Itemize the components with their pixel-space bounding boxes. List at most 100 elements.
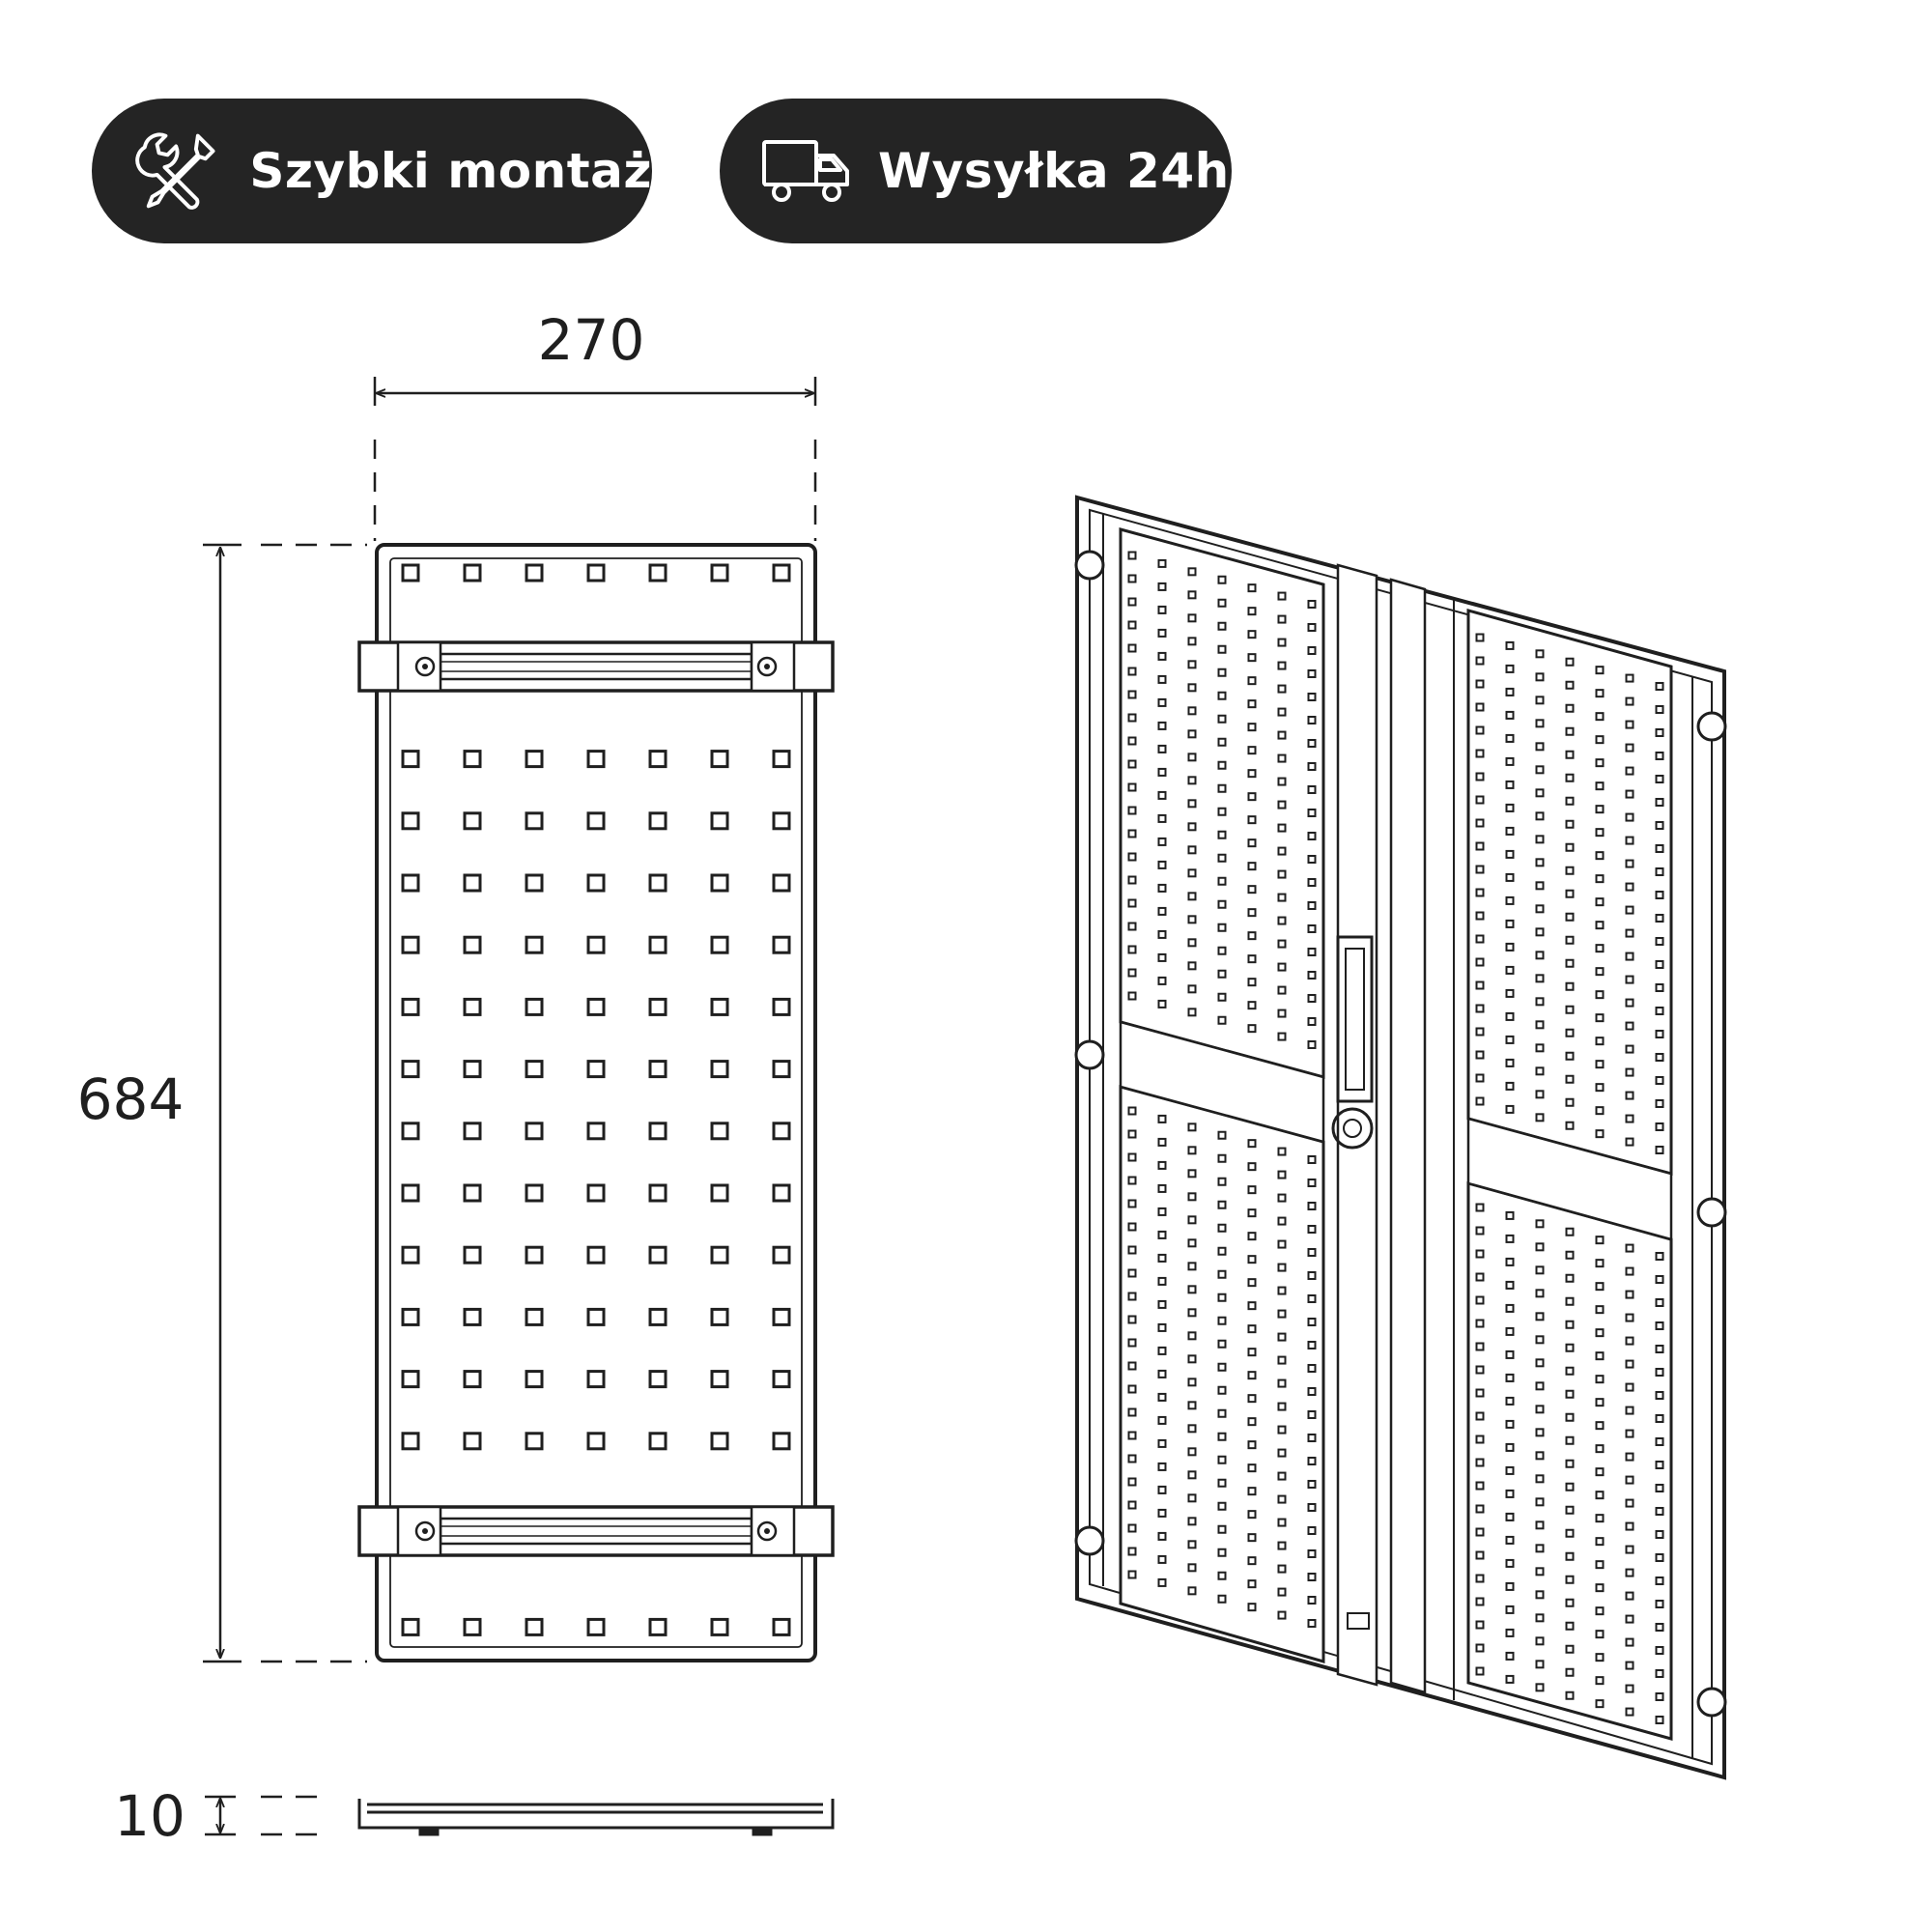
iso-peg-hole bbox=[1505, 1373, 1515, 1382]
iso-peg-hole bbox=[1247, 1232, 1257, 1241]
iso-peg-hole bbox=[1307, 900, 1317, 910]
iso-peg-hole bbox=[1535, 1090, 1545, 1099]
iso-peg-hole bbox=[1217, 1153, 1227, 1163]
truck-icon bbox=[762, 140, 849, 202]
iso-peg-hole bbox=[1505, 1419, 1515, 1429]
iso-peg-hole bbox=[1127, 806, 1137, 815]
iso-peg-hole bbox=[1217, 1130, 1227, 1140]
iso-peg-hole bbox=[1655, 1645, 1664, 1655]
iso-peg-hole bbox=[1247, 1417, 1257, 1427]
iso-peg-hole bbox=[1625, 1545, 1634, 1554]
iso-peg-hole bbox=[1595, 1106, 1605, 1116]
peg-hole bbox=[401, 873, 420, 893]
iso-peg-hole bbox=[1595, 1375, 1605, 1384]
iso-peg-hole bbox=[1277, 939, 1287, 949]
peg-hole bbox=[648, 811, 668, 831]
iso-peg-hole bbox=[1625, 975, 1634, 984]
iso-peg-hole bbox=[1277, 777, 1287, 786]
iso-peg-hole bbox=[1475, 1295, 1485, 1305]
iso-peg-hole bbox=[1217, 1339, 1227, 1349]
iso-peg-hole bbox=[1595, 689, 1605, 698]
iso-peg-hole bbox=[1127, 1500, 1137, 1510]
iso-peg-hole bbox=[1535, 1567, 1545, 1577]
peg-hole bbox=[525, 1122, 544, 1141]
peg-hole bbox=[586, 750, 606, 769]
iso-peg-hole bbox=[1625, 1044, 1634, 1054]
peg-hole bbox=[525, 750, 544, 769]
peg-hole bbox=[525, 935, 544, 954]
iso-peg-hole bbox=[1127, 759, 1137, 769]
iso-peg-hole bbox=[1247, 1024, 1257, 1034]
iso-peg-hole bbox=[1565, 726, 1575, 736]
iso-peg-hole bbox=[1277, 638, 1287, 647]
iso-peg-hole bbox=[1187, 1447, 1197, 1457]
iso-peg-hole bbox=[1127, 1268, 1137, 1278]
iso-peg-hole bbox=[1475, 1050, 1485, 1060]
iso-peg-hole bbox=[1127, 667, 1137, 676]
peg-hole bbox=[463, 1307, 482, 1326]
iso-peg-hole bbox=[1535, 1590, 1545, 1600]
iso-peg-hole bbox=[1565, 657, 1575, 667]
iso-peg-hole bbox=[1565, 1690, 1575, 1700]
iso-peg-hole bbox=[1565, 1459, 1575, 1468]
mount-knob-icon bbox=[1696, 1197, 1727, 1228]
iso-peg-hole bbox=[1595, 1351, 1605, 1361]
tools-icon bbox=[135, 132, 215, 210]
iso-peg-hole bbox=[1187, 660, 1197, 669]
iso-peg-hole bbox=[1307, 645, 1317, 655]
peg-hole bbox=[772, 1617, 791, 1636]
iso-peg-hole bbox=[1595, 1699, 1605, 1709]
iso-peg-hole bbox=[1127, 782, 1137, 792]
iso-peg-hole bbox=[1565, 1667, 1575, 1677]
iso-peg-hole bbox=[1655, 1668, 1664, 1678]
iso-peg-hole bbox=[1565, 703, 1575, 713]
peg-hole bbox=[710, 1370, 729, 1389]
iso-peg-hole bbox=[1127, 551, 1137, 560]
iso-peg-hole bbox=[1247, 978, 1257, 987]
peg-hole bbox=[710, 1245, 729, 1264]
iso-peg-hole bbox=[1217, 807, 1227, 816]
iso-peg-hole bbox=[1187, 683, 1197, 693]
iso-peg-hole bbox=[1247, 699, 1257, 709]
iso-peg-hole bbox=[1475, 1666, 1485, 1676]
iso-peg-hole bbox=[1625, 789, 1634, 799]
iso-peg-hole bbox=[1157, 1392, 1167, 1402]
iso-peg-hole bbox=[1127, 1199, 1137, 1208]
iso-peg-hole bbox=[1247, 1394, 1257, 1404]
iso-peg-hole bbox=[1595, 1259, 1605, 1268]
iso-peg-hole bbox=[1655, 1344, 1664, 1353]
iso-peg-hole bbox=[1505, 1512, 1515, 1521]
iso-peg-hole bbox=[1127, 922, 1137, 931]
peg-hole bbox=[772, 873, 791, 893]
iso-peg-hole bbox=[1565, 1621, 1575, 1631]
iso-peg-hole bbox=[1565, 1320, 1575, 1329]
iso-peg-hole bbox=[1277, 962, 1287, 972]
iso-peg-hole bbox=[1217, 1548, 1227, 1557]
iso-peg-hole bbox=[1127, 875, 1137, 885]
iso-peg-hole bbox=[1625, 743, 1634, 753]
iso-peg-hole bbox=[1655, 1052, 1664, 1062]
iso-peg-hole bbox=[1475, 1574, 1485, 1583]
peg-hole bbox=[401, 1183, 420, 1203]
iso-peg-hole bbox=[1595, 1583, 1605, 1593]
iso-peg-hole bbox=[1475, 633, 1485, 642]
peg-hole bbox=[586, 1432, 606, 1451]
iso-peg-hole bbox=[1565, 1005, 1575, 1014]
iso-peg-hole bbox=[1277, 1009, 1287, 1018]
iso-peg-hole bbox=[1127, 1407, 1137, 1417]
iso-peg-hole bbox=[1127, 829, 1137, 838]
iso-peg-hole bbox=[1307, 1548, 1317, 1558]
iso-peg-hole bbox=[1217, 1571, 1227, 1580]
iso-peg-hole bbox=[1157, 860, 1167, 869]
iso-peg-hole bbox=[1505, 640, 1515, 650]
peg-hole bbox=[463, 1183, 482, 1203]
iso-peg-hole bbox=[1187, 868, 1197, 878]
iso-peg-hole bbox=[1307, 1178, 1317, 1187]
iso-peg-hole bbox=[1247, 676, 1257, 686]
iso-peg-hole bbox=[1505, 1396, 1515, 1406]
iso-peg-hole bbox=[1655, 797, 1664, 807]
iso-peg-hole bbox=[1565, 866, 1575, 875]
iso-peg-hole bbox=[1625, 1452, 1634, 1462]
peg-hole bbox=[463, 1122, 482, 1141]
